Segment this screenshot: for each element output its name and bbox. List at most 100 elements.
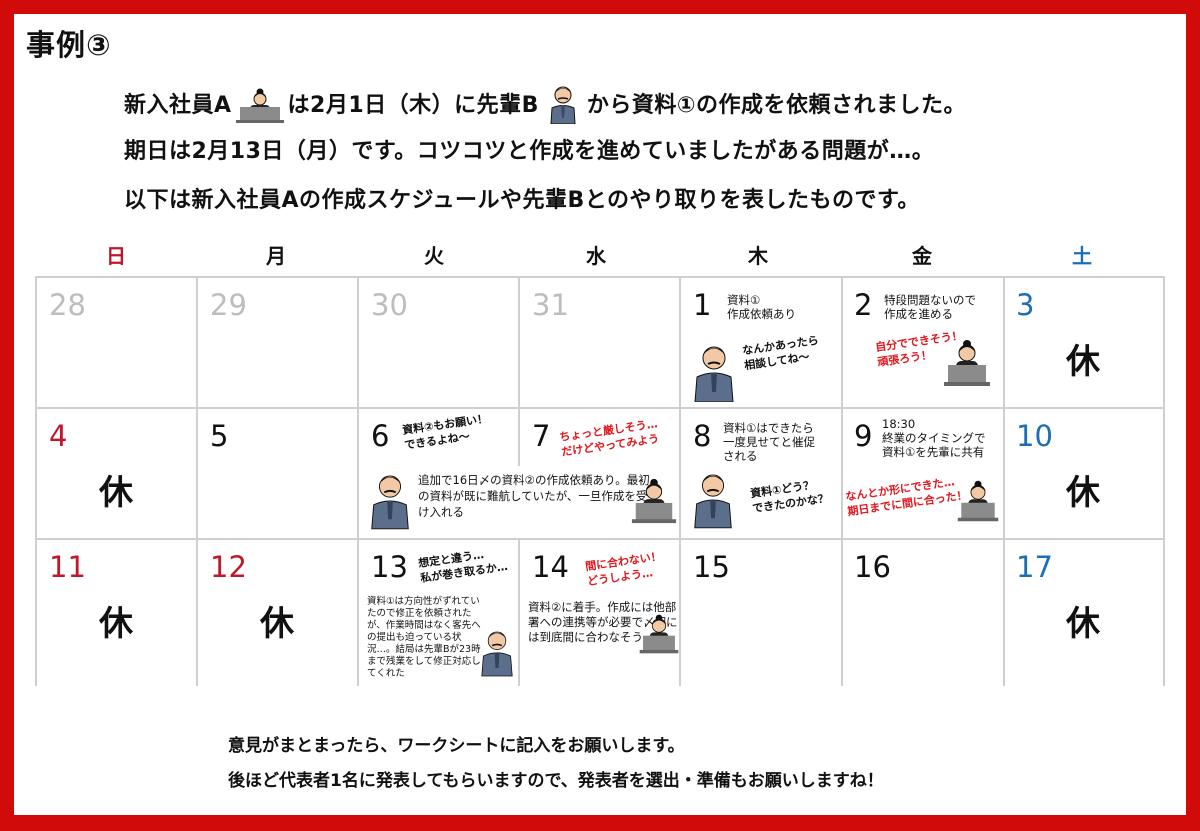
speech-bubble: 間に合わない！ どうしよう… [584,549,663,589]
weekday-sat: 土 [1072,244,1092,268]
grid-line [518,276,520,466]
calendar-grid [35,276,1165,686]
day-cell-5: 5 [198,409,359,539]
holiday-label: 休 [260,604,294,644]
day-number: 10 [1016,419,1053,453]
day-cell-13: 13 想定と違う… 私が巻き取るか… 資料①は方向性がずれていたので修正を依頼さ… [359,540,520,684]
weekday-thu: 木 [748,244,768,268]
employee-a-icon [956,477,1000,529]
day-cell-16: 16 [842,540,1003,670]
day-cell-28: 28 [37,278,198,408]
footer-line-1: 意見がまとまったら、ワークシートに記入をお願いします。 [228,736,685,756]
grid-line [357,276,359,686]
day-note: 特段問題ないので 作成を進める [884,293,976,321]
day-cell-10: 10 休 [1004,409,1165,539]
day-cell-1: 1 資料① 作成依頼あり なんかあったら 相談してね～ [681,278,842,408]
day-cell-31: 31 [520,278,681,408]
day-number: 7 [532,419,551,453]
day-cell-15: 15 [681,540,842,670]
grid-line [518,538,520,686]
employee-a-icon [638,610,680,662]
day-cell-9: 9 18:30 終業のタイミングで 資料①を先輩に共有 なんとか形にできた… 期… [842,409,1003,539]
speech-bubble: ちょっと厳しそう… だけどやってみよう [558,417,660,459]
day-cell-30: 30 [359,278,520,408]
senior-b-icon [689,342,739,406]
day-number: 12 [210,550,247,584]
day-number: 14 [532,550,569,584]
day-note: 資料①はできたら 一度見せてと催促 される [723,421,815,463]
intro-line-2: 期日は2月13日（月）です。コツコツと作成を進めていましたがある問題が…。 [124,139,935,164]
speech-bubble: 想定と違う… 私が巻き取るか… [417,548,509,585]
employee-a-icon [942,338,992,392]
weekday-sun: 日 [106,244,126,268]
day-cell-2: 2 特段問題ないので 作成を進める 自分でできそう！ 頑張ろう！ [842,278,1003,408]
day-number: 9 [854,419,873,453]
holiday-label: 休 [1066,342,1100,382]
intro-line-3: 以下は新入社員Aの作成スケジュールや先輩Bとのやり取りを表したものです。 [124,188,920,213]
day-number: 11 [49,550,86,584]
day-cell-11: 11 休 [37,540,198,670]
day-number: 29 [210,288,247,322]
grid-line [196,276,198,686]
day-note: 資料②に着手。作成には他部署への連携等が必要で〆切には到底間に合わなそう… [528,600,678,644]
day-number: 3 [1016,288,1035,322]
speech-bubble: 資料①どう？ できたのかな？ [749,478,830,516]
day-number: 13 [371,550,408,584]
grid-line [1163,276,1165,686]
day-note: 資料① 作成依頼あり [727,293,796,321]
speech-bubble: なんかあったら 相談してね～ [741,333,820,373]
weekday-tue: 火 [424,244,444,268]
employee-a-icon [235,88,284,130]
intro-line-1-part-b: は2月1日（木）に先輩B [287,93,539,118]
employee-a-icon [630,476,678,530]
day-cell-29: 29 [198,278,359,408]
day-cell-12: 12 休 [198,540,359,670]
day-number: 1 [693,288,712,322]
day-number: 8 [693,419,712,453]
holiday-label: 休 [1066,604,1100,644]
day-6-7-note: 追加で16日〆の資料②の作成依頼あり。最初の資料が既に難航していたが、一旦作成を… [418,472,653,520]
intro-line-1: 新入社員A は2月1日（木）に先輩B から資料①の作成を依頼されました。 [124,84,966,130]
day-number: 4 [49,419,68,453]
grid-line [35,407,1165,409]
grid-line [679,276,681,686]
day-number: 28 [49,288,86,322]
holiday-label: 休 [99,604,133,644]
holiday-label: 休 [99,473,133,513]
day-number: 15 [693,550,730,584]
day-number: 31 [532,288,569,322]
day-cell-7: 7 ちょっと厳しそう… だけどやってみよう [520,409,681,539]
footer-line-2: 後ほど代表者1名に発表してもらいますので、発表者を選出・準備もお願いしますね！ [228,771,884,791]
day-note: 18:30 終業のタイミングで 資料①を先輩に共有 [882,417,986,459]
intro-line-1-part-c: から資料①の作成を依頼されました。 [586,93,967,118]
grid-line [841,276,843,686]
day-number: 16 [854,550,891,584]
day-note: 資料①は方向性がずれていたので修正を依頼されたが、作業時間はなく客先への提出も迫… [367,596,481,679]
speech-bubble: 資料②もお願い！ できるよね～ [401,412,489,452]
day-cell-4: 4 休 [37,409,198,539]
day-cell-14: 14 間に合わない！ どうしよう… 資料②に着手。作成には他部署への連携等が必要… [520,540,681,684]
day-number: 30 [371,288,408,322]
day-number: 17 [1016,550,1053,584]
holiday-label: 休 [1066,473,1100,513]
senior-b-icon [477,626,517,682]
day-number: 6 [371,419,390,453]
grid-line [35,276,37,686]
weekday-mon: 月 [266,244,286,268]
senior-b-icon [366,470,414,534]
day-cell-8: 8 資料①はできたら 一度見せてと催促 される 資料①どう？ できたのかな？ [681,409,842,539]
day-cell-3: 3 休 [1004,278,1165,408]
day-number: 5 [210,419,229,453]
senior-b-icon [689,469,737,533]
weekday-fri: 金 [912,244,932,268]
grid-line [35,538,1165,540]
grid-line [35,276,1165,278]
intro-line-1-part-a: 新入社員A [124,93,232,118]
page-title: 事例③ [26,28,112,62]
day-cell-6: 6 資料②もお願い！ できるよね～ [359,409,520,539]
day-cell-17: 17 休 [1004,540,1165,670]
speech-bubble: なんとか形にできた… 期日までに間に合った！ [844,475,969,519]
senior-b-icon [543,84,583,130]
grid-line [1003,276,1005,686]
day-number: 2 [854,288,873,322]
